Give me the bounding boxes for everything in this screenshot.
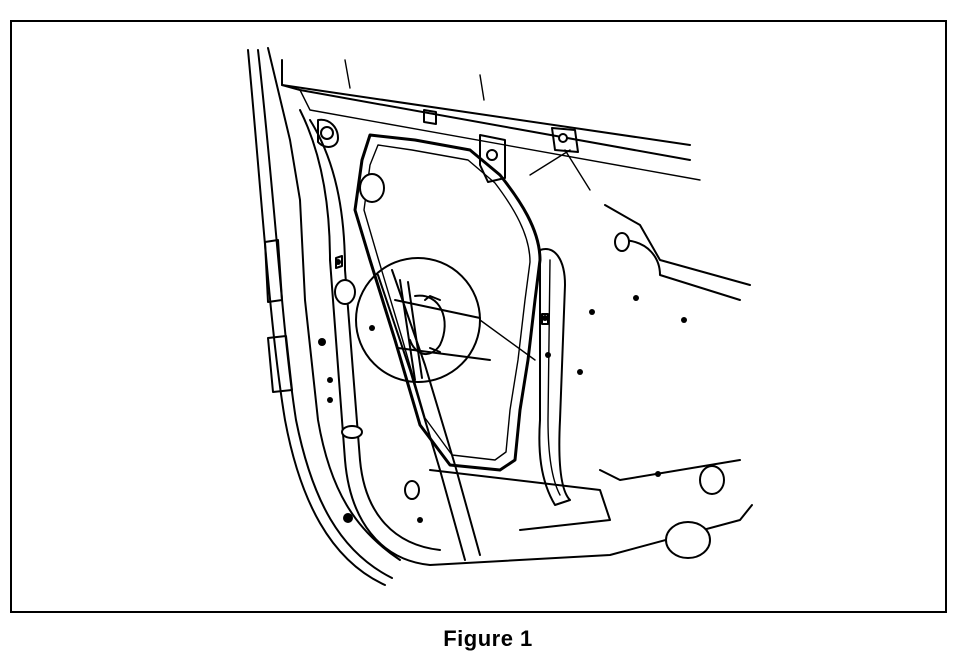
figure-caption: Figure 1 <box>443 626 533 651</box>
diagonal-strap <box>377 269 481 561</box>
upper-brackets <box>317 109 591 191</box>
reinforcement-channel <box>538 248 571 506</box>
figure-frame <box>10 20 947 613</box>
window-belt-line <box>281 59 701 181</box>
detail-magnifier <box>355 257 536 383</box>
door-outer-edge <box>247 47 401 586</box>
panel-holes <box>318 173 725 559</box>
